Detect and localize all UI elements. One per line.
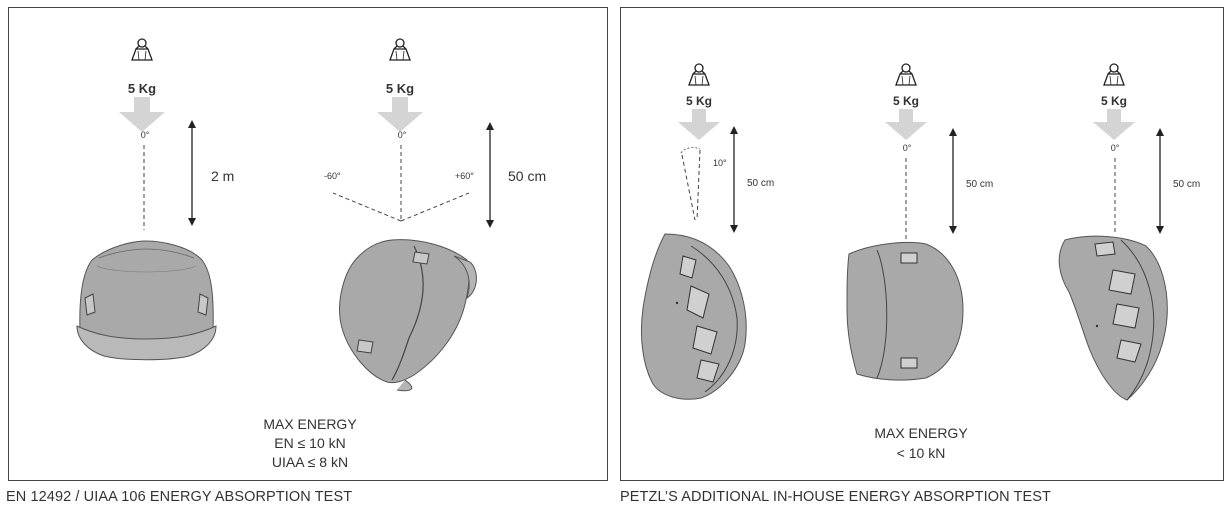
helmet-rear-side-image bbox=[1058, 235, 1168, 401]
height-arrow bbox=[486, 122, 494, 228]
drop-arrow bbox=[885, 109, 927, 140]
energy-limit: < 10 kN bbox=[897, 445, 946, 461]
weight-label: 5 Kg bbox=[686, 94, 712, 108]
petzl-test-diagram: 5 Kg 10° 50 cm 5 Kg 0° 50 cm bbox=[640, 63, 1200, 461]
height-arrow bbox=[1156, 128, 1164, 234]
height-arrow bbox=[949, 128, 957, 234]
helmet-top-view-image bbox=[846, 241, 964, 381]
angle-label: 0° bbox=[398, 130, 407, 140]
weight-label: 5 Kg bbox=[386, 81, 414, 96]
height-arrow bbox=[188, 120, 196, 226]
weight-icon bbox=[389, 38, 411, 61]
energy-title: MAX ENERGY bbox=[874, 425, 968, 441]
impact-axis bbox=[681, 154, 696, 221]
petzl-test-panel: 5 Kg 10° 50 cm 5 Kg 0° 50 cm bbox=[620, 7, 1224, 481]
angle-arc bbox=[680, 147, 701, 154]
energy-title: MAX ENERGY bbox=[263, 416, 357, 432]
height-label: 50 cm bbox=[966, 179, 993, 190]
angle-label: 0° bbox=[141, 130, 150, 140]
height-label: 50 cm bbox=[747, 178, 774, 189]
angle-label: +60° bbox=[455, 171, 474, 181]
height-label: 50 cm bbox=[508, 168, 546, 184]
energy-en-limit: EN ≤ 10 kN bbox=[274, 435, 345, 451]
drop-arrow bbox=[119, 97, 165, 132]
helmet-side-image bbox=[339, 239, 477, 392]
drop-arrow bbox=[1093, 109, 1135, 140]
weight-icon bbox=[895, 63, 917, 86]
petzl-test-caption: PETZL’S ADDITIONAL IN-HOUSE ENERGY ABSOR… bbox=[620, 489, 1051, 505]
drop-arrow bbox=[678, 109, 720, 140]
angle-label: -60° bbox=[324, 171, 341, 181]
impact-axis-left bbox=[332, 192, 402, 222]
standard-test-caption: EN 12492 / UIAA 106 ENERGY ABSORPTION TE… bbox=[6, 489, 353, 505]
standard-test-diagram: 5 Kg 0° 2 m 5 Kg 0° -60° +60° 50 cm bbox=[76, 38, 546, 470]
helmet-tilted-side-image bbox=[640, 233, 747, 400]
weight-label: 5 Kg bbox=[1101, 94, 1127, 108]
weight-icon bbox=[1103, 63, 1125, 86]
drop-arrow bbox=[377, 97, 423, 132]
impact-axis-right bbox=[400, 192, 470, 222]
weight-label: 5 Kg bbox=[893, 94, 919, 108]
height-label: 2 m bbox=[211, 168, 234, 184]
standard-test-panel: 5 Kg 0° 2 m 5 Kg 0° -60° +60° 50 cm bbox=[8, 7, 608, 481]
weight-icon bbox=[131, 38, 153, 61]
weight-icon bbox=[688, 63, 710, 86]
energy-uiaa-limit: UIAA ≤ 8 kN bbox=[272, 454, 348, 470]
height-label: 50 cm bbox=[1173, 179, 1200, 190]
helmet-front-image bbox=[76, 240, 217, 361]
height-arrow bbox=[730, 126, 738, 233]
angle-label: 0° bbox=[903, 143, 912, 153]
weight-label: 5 Kg bbox=[128, 81, 156, 96]
angle-label: 0° bbox=[1111, 143, 1120, 153]
impact-axis-tilted bbox=[696, 149, 701, 221]
angle-label: 10° bbox=[713, 158, 727, 168]
